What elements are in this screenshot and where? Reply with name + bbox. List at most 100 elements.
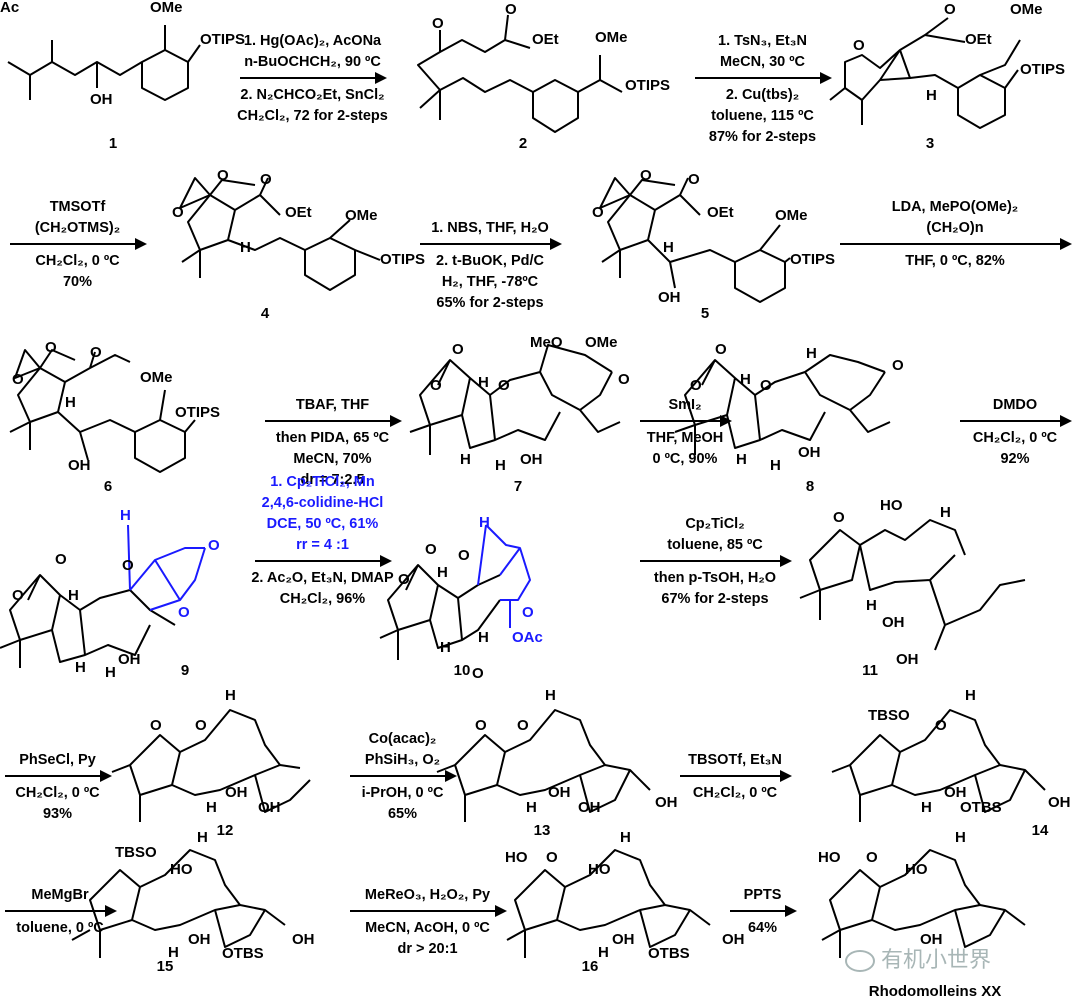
atom-label: H <box>65 394 76 411</box>
atom-label: OH <box>292 931 315 948</box>
atom-label: H <box>740 371 751 388</box>
condition-line: TBSOTf, Et₃N <box>688 752 782 768</box>
compound-number: 11 <box>862 662 878 679</box>
atom-label: OEt <box>532 31 559 48</box>
compound-7-structure <box>409 344 621 455</box>
atom-label: O <box>12 587 24 604</box>
condition-line: CH₂Cl₂, 96% <box>279 591 366 607</box>
compound-number: 16 <box>581 958 599 975</box>
reaction-arrow <box>240 72 387 84</box>
atom-label: O <box>853 37 865 54</box>
condition-line: 93% <box>42 806 73 822</box>
condition-line: 65% for 2-steps <box>436 295 544 311</box>
condition-line: 2. Ac₂O, Et₃N, DMAP <box>251 570 394 586</box>
condition-line: 1. TsN₃, Et₃N <box>718 33 807 49</box>
condition-line: MeCN, 30 ºC <box>719 54 806 70</box>
compound-number: 9 <box>180 662 190 679</box>
compound-number: 13 <box>533 822 551 839</box>
atom-label: H <box>225 687 236 704</box>
compound-number: 6 <box>103 478 113 495</box>
condition-line: MeCN, 70% <box>293 451 372 467</box>
atom-label: HO <box>880 497 903 514</box>
atom-label: O <box>690 377 702 394</box>
atom-label: O <box>760 377 772 394</box>
atom-label: OH <box>896 651 919 668</box>
atom-label: O <box>944 1 956 18</box>
atom-label: OMe <box>585 334 618 351</box>
atom-label: H <box>197 829 208 846</box>
atom-label: H <box>965 687 976 704</box>
compound-13-structure <box>436 709 651 822</box>
atom-label: H <box>545 687 556 704</box>
atom-label: H <box>479 514 490 531</box>
atom-label: Ac <box>0 0 20 16</box>
conditions-bottom: CH₂Cl₂, 0 ºC <box>693 783 777 804</box>
conditions-top: SmI₂ <box>668 395 701 416</box>
atom-label: H <box>663 239 674 256</box>
conditions-bottom: THF, 0 ºC, 82% <box>905 251 1005 272</box>
compound-2-structure <box>417 14 623 133</box>
condition-line: 2,4,6-colidine-HCl <box>261 495 384 511</box>
condition-line: 1. NBS, THF, H₂O <box>431 220 549 236</box>
atom-label: H <box>770 457 781 474</box>
atom-label: OH <box>258 799 281 816</box>
condition-line: THF, MeOH <box>646 430 724 446</box>
compound-15-structure <box>71 849 286 958</box>
compound-number: 5 <box>700 305 710 322</box>
atom-label: OMe <box>150 0 183 16</box>
atom-label: O <box>425 541 437 558</box>
watermark: 有机小世界 <box>845 942 991 974</box>
atom-label: OTIPS <box>380 251 426 268</box>
atom-label: O <box>195 717 207 734</box>
atom-label: OMe <box>595 29 628 46</box>
atom-label: O <box>90 344 102 361</box>
atom-label: O <box>208 537 220 554</box>
atom-label: OTBS <box>222 945 264 962</box>
condition-line: 1. Hg(OAc)₂, AcONa <box>243 33 382 49</box>
atom-label: O <box>592 204 604 221</box>
atom-label: OTIPS <box>175 404 221 421</box>
atom-label: H <box>940 504 951 521</box>
reaction-arrow <box>265 415 402 427</box>
condition-line: CH₂Cl₂, 0 ºC <box>35 253 120 269</box>
conditions-top: MeReO₃, H₂O₂, Py <box>365 885 490 906</box>
atom-label: O <box>866 849 878 866</box>
atom-label: O <box>472 665 484 682</box>
atom-label: OH <box>68 457 91 474</box>
compound-14-structure <box>831 709 1046 822</box>
conditions-top: PhSeCl, Py <box>19 750 96 771</box>
atom-label: OTBS <box>960 799 1002 816</box>
condition-line: MeCN, AcOH, 0 ºC <box>365 920 490 936</box>
compound-XX-structure <box>821 849 1026 958</box>
atom-label: H <box>926 87 937 104</box>
compound-12-structure <box>111 709 311 822</box>
condition-line: PhSeCl, Py <box>19 752 96 768</box>
atom-label: O <box>935 717 947 734</box>
compound-number: 2 <box>518 135 528 152</box>
atom-label: OEt <box>285 204 312 221</box>
condition-line: n-BuOCHCH₂, 90 ºC <box>244 54 381 70</box>
atom-label: H <box>105 664 116 681</box>
atom-label: O <box>55 551 67 568</box>
condition-line: Co(acac)₂ <box>368 731 437 747</box>
condition-line: 67% for 2-steps <box>661 591 769 607</box>
condition-line: 64% <box>747 920 778 936</box>
condition-line: DMDO <box>992 397 1038 413</box>
wechat-icon <box>845 950 875 973</box>
condition-line: i-PrOH, 0 ºC <box>361 785 444 801</box>
condition-line: (CH₂O)n <box>926 220 984 236</box>
condition-line: toluene, 115 ºC <box>711 108 814 124</box>
compound-number: 1 <box>108 135 118 152</box>
atom-label: OH <box>920 931 943 948</box>
conditions-top: PPTS <box>744 885 782 906</box>
atom-label: OH <box>1048 794 1071 811</box>
condition-line: TBAF, THF <box>295 397 370 413</box>
atom-label: OH <box>658 289 681 306</box>
atom-label: O <box>217 167 229 184</box>
atom-label: O <box>517 717 529 734</box>
